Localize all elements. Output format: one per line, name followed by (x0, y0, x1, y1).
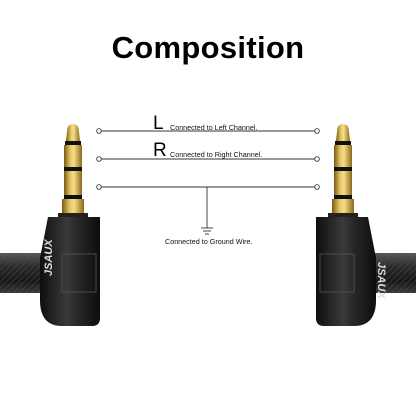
left-ring-node (96, 156, 102, 162)
left-plug-pin (58, 124, 88, 217)
left-tip-node (96, 128, 102, 134)
right-connector: JSAUX (316, 124, 416, 326)
left-channel-letter: L (153, 113, 164, 134)
left-connector: JSAUX (0, 124, 100, 326)
wiring (96, 128, 320, 235)
ground-label: Connected to Ground Wire. (165, 237, 253, 246)
right-brand-mark: JSAUX (375, 262, 387, 299)
right-shell (316, 217, 376, 326)
right-ring-node (314, 156, 320, 162)
right-tip-node (314, 128, 320, 134)
left-sleeve-node (96, 184, 102, 190)
right-plug-pin (328, 124, 358, 217)
right-sleeve-node (314, 184, 320, 190)
page-title: Composition (111, 30, 305, 65)
right-channel-letter: R (153, 140, 167, 161)
left-channel-label: Connected to Left Channel. (170, 123, 258, 132)
left-brand-mark: JSAUX (43, 239, 55, 276)
left-shell (40, 217, 100, 326)
right-channel-label: Connected to Right Channel. (170, 150, 263, 159)
